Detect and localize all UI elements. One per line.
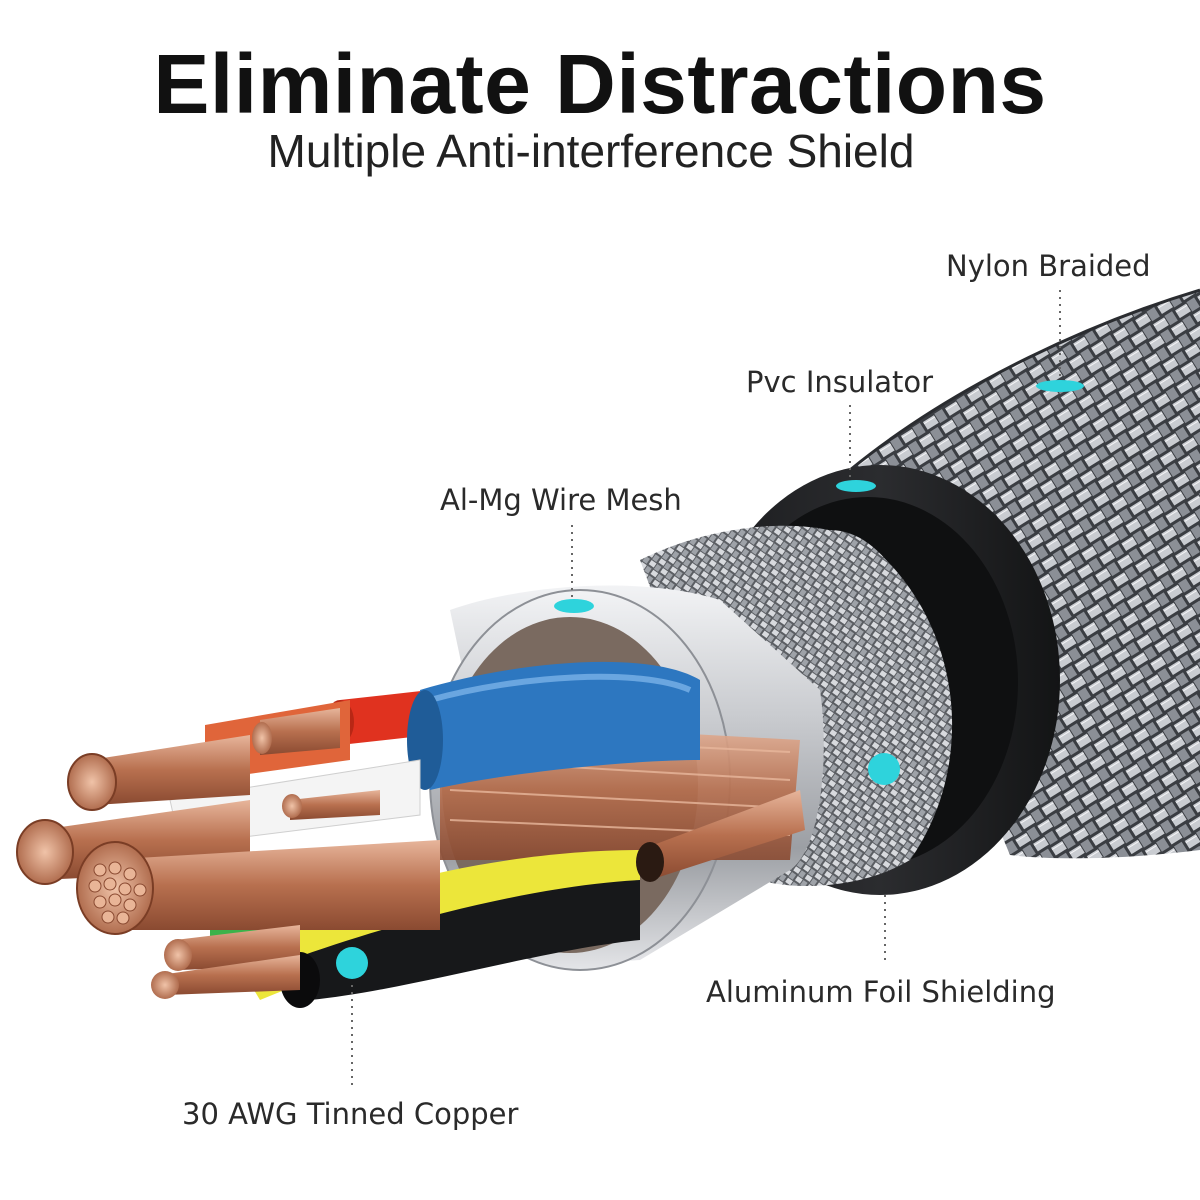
label-aluminum-foil-shielding: Aluminum Foil Shielding — [706, 975, 1056, 1009]
callout-markers — [336, 380, 1084, 979]
page-title: Eliminate Distractions — [153, 37, 1047, 131]
marker-nylon-dot — [1036, 380, 1084, 392]
label-tinned-copper: 30 AWG Tinned Copper — [182, 1097, 519, 1131]
leader-lines — [351, 290, 1061, 1090]
label-nylon-braided: Nylon Braided — [946, 249, 1151, 283]
copper-strands — [16, 708, 805, 999]
marker-pvc-dot — [836, 480, 876, 492]
label-al-mg-wire-mesh: Al-Mg Wire Mesh — [440, 483, 682, 517]
marker-copper-dot — [336, 947, 368, 979]
marker-foil-dot — [868, 753, 900, 785]
marker-mesh-dot — [554, 599, 594, 613]
page-subtitle: Multiple Anti-interference Shield — [267, 125, 915, 177]
label-pvc-insulator: Pvc Insulator — [746, 365, 934, 399]
